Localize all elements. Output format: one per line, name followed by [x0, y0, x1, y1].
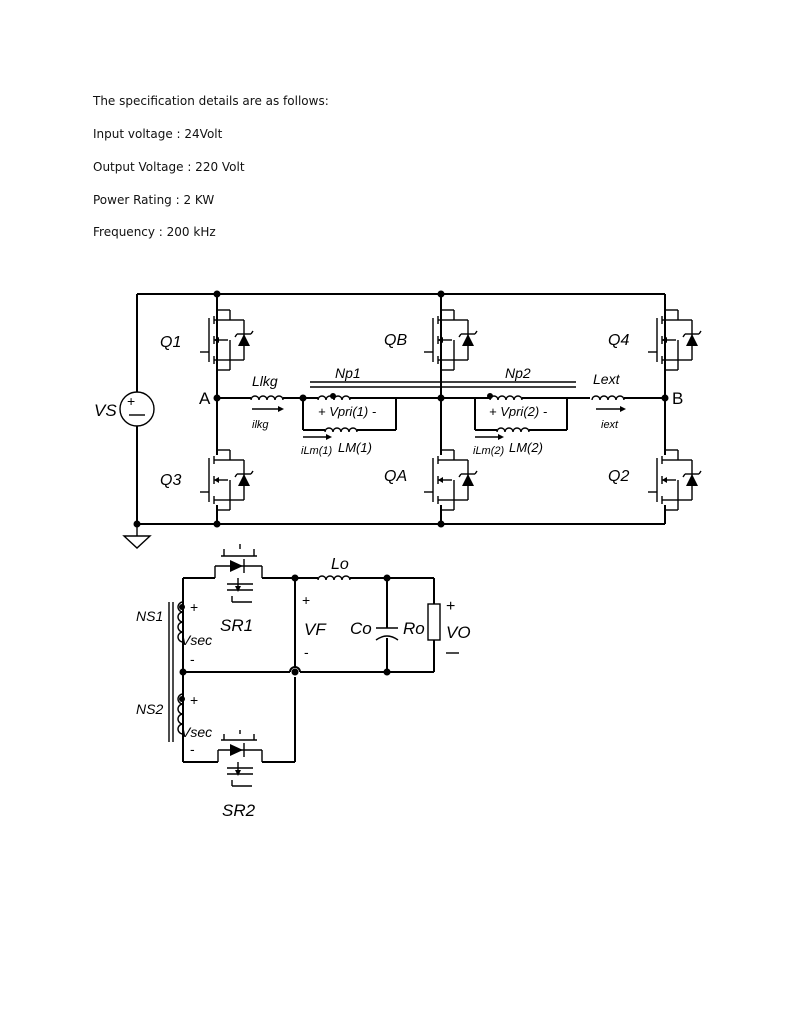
label-vo: VO	[446, 623, 471, 642]
label-lext: Lext	[593, 371, 621, 387]
label-sr1: SR1	[220, 616, 253, 635]
mosfet-q1	[199, 309, 254, 371]
label-iext: iext	[601, 419, 619, 431]
label-lm1: LM(1)	[338, 440, 372, 455]
label-ilkg: ilkg	[252, 419, 269, 431]
label-vpri2: + Vpri(2) -	[489, 404, 548, 419]
node-a: A	[199, 389, 211, 408]
svg-text:+: +	[127, 393, 135, 409]
plus-vf: +	[302, 592, 310, 608]
label-sr2: SR2	[222, 801, 256, 820]
plus-ns1: +	[190, 599, 198, 615]
label-ilm1: iLm(1)	[301, 445, 333, 457]
minus-vf: -	[304, 644, 309, 660]
mosfet-qa	[423, 449, 478, 511]
label-ro: Ro	[403, 619, 425, 638]
label-q4: Q4	[608, 332, 629, 349]
label-vs: VS	[94, 401, 117, 420]
label-ns1: NS1	[136, 608, 163, 624]
label-qb: QB	[384, 332, 407, 349]
label-q1: Q1	[160, 334, 181, 351]
node-b: B	[672, 389, 683, 408]
mosfet-qb	[423, 309, 478, 371]
label-vsec2: Vsec	[181, 724, 212, 740]
spec-frequency: Frequency : 200 kHz	[93, 225, 216, 239]
spec-power-rating: Power Rating : 2 KW	[93, 193, 215, 207]
label-q3: Q3	[160, 472, 181, 489]
label-np2: Np2	[505, 365, 531, 381]
plus-vo: +	[446, 598, 455, 615]
label-vsec1: Vsec	[181, 632, 212, 648]
label-ilm2: iLm(2)	[473, 445, 505, 457]
label-np1: Np1	[335, 365, 361, 381]
voltage-source-symbol	[119, 391, 155, 427]
label-q2: Q2	[608, 468, 629, 485]
label-vf: VF	[304, 620, 327, 639]
mosfet-sr1	[214, 544, 263, 603]
mosfet-sr2	[217, 730, 263, 787]
label-lm2: LM(2)	[509, 440, 543, 455]
spec-input-voltage: Input voltage : 24Volt	[93, 127, 223, 141]
label-ns2: NS2	[136, 701, 163, 717]
spec-intro: The specification details are as follows…	[93, 94, 329, 108]
spec-output-voltage: Output Voltage : 220 Volt	[93, 160, 245, 174]
label-vpri1: + Vpri(1) -	[318, 404, 377, 419]
mosfet-q4	[647, 309, 702, 371]
plus-ns2: +	[190, 692, 198, 708]
mosfet-q3	[199, 449, 254, 511]
minus-ns1: -	[190, 651, 195, 667]
minus-ns2: -	[190, 741, 195, 757]
label-lo: Lo	[331, 556, 349, 573]
resistor-ro	[427, 603, 441, 641]
label-co: Co	[350, 619, 372, 638]
label-qa: QA	[384, 468, 407, 485]
mosfet-q2	[647, 449, 702, 511]
label-llkg: Llkg	[252, 373, 278, 389]
